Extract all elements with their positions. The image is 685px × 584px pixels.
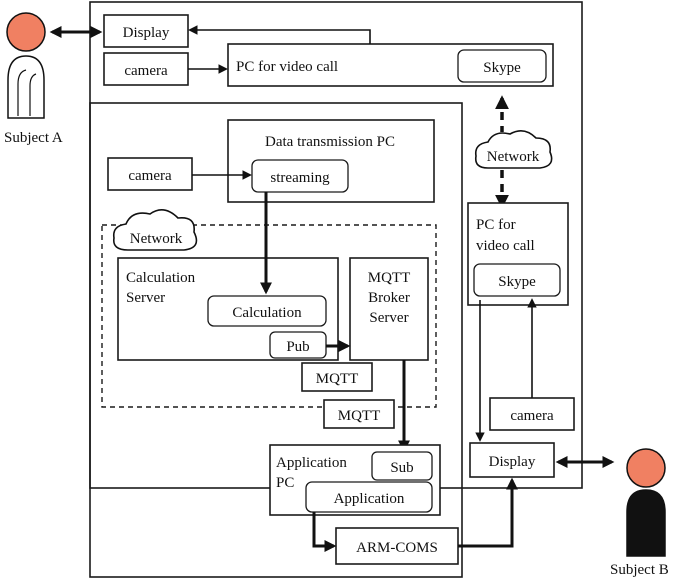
display-box-b xyxy=(469,442,555,478)
subject-b-head xyxy=(626,448,666,488)
pc-to-display-arrow-a xyxy=(188,25,371,44)
calculation-label: Calculation xyxy=(232,305,302,321)
mqtt-broker-server-box xyxy=(349,257,429,361)
pc-video-call-label-b-line2: video call xyxy=(476,238,535,254)
calculation-server-label-line2: Server xyxy=(126,290,165,306)
data-transmission-pc-label: Data transmission PC xyxy=(265,134,395,150)
subject-b-figure xyxy=(626,448,666,557)
mqtt-label-2: MQTT xyxy=(338,408,381,424)
network-region xyxy=(101,224,437,408)
streaming-box xyxy=(251,159,349,193)
network-cloud-system xyxy=(112,209,198,251)
subject-a-arm-line xyxy=(17,69,27,116)
streaming-label: streaming xyxy=(270,170,330,186)
subject-b-body xyxy=(626,489,666,557)
mqtt-broker-label-line1: MQTT xyxy=(368,270,411,286)
network-label-system: Network xyxy=(130,231,183,247)
subject-a-arm-line xyxy=(29,73,37,116)
mqtt-broker-label-line2: Broker xyxy=(368,290,410,306)
skype-label-b: Skype xyxy=(498,274,536,290)
network-label-ab: Network xyxy=(487,149,540,165)
calculation-box xyxy=(207,295,327,327)
camera-label-system: camera xyxy=(128,168,172,184)
camera-box-system xyxy=(107,157,193,191)
arm-coms-label: ARM-COMS xyxy=(356,540,438,556)
skype-box-b xyxy=(473,263,561,297)
display-label-a: Display xyxy=(123,25,170,41)
display-label-b: Display xyxy=(489,454,536,470)
subject-a-body xyxy=(7,55,45,119)
camera-box-b xyxy=(489,397,575,431)
pub-label: Pub xyxy=(286,339,309,355)
calculation-server-label-line1: Calculation xyxy=(126,270,196,286)
system-frame xyxy=(89,102,463,578)
mqtt-label-1: MQTT xyxy=(316,371,359,387)
sub-box xyxy=(371,451,433,481)
skype-box-a xyxy=(457,49,547,83)
mqtt-label-box-1 xyxy=(301,362,373,392)
subject-a-label: Subject A xyxy=(4,130,63,146)
application-box xyxy=(305,481,433,513)
application-label: Application xyxy=(334,491,405,507)
sub-label: Sub xyxy=(390,460,413,476)
display-box-a xyxy=(103,14,189,48)
application-pc-label-line1: Application xyxy=(276,455,347,471)
pc-video-call-label-a: PC for video call xyxy=(236,59,338,75)
mqtt-label-box-2 xyxy=(323,399,395,429)
application-pc-label-line2: PC xyxy=(276,475,294,491)
subject-b-label: Subject B xyxy=(610,562,669,578)
subject-a-figure xyxy=(6,12,46,119)
camera-label-b: camera xyxy=(510,408,554,424)
network-cloud-ab xyxy=(474,130,553,169)
camera-label-a: camera xyxy=(124,63,168,79)
application-to-armcoms-arrow xyxy=(312,512,337,552)
pc-video-call-label-b-line1: PC for xyxy=(476,217,516,233)
skype-label-a: Skype xyxy=(483,60,521,76)
subject-a-head xyxy=(6,12,46,52)
mqtt-broker-label-line3: Server xyxy=(369,310,408,326)
armcoms-to-display-b-arrow xyxy=(458,477,518,548)
